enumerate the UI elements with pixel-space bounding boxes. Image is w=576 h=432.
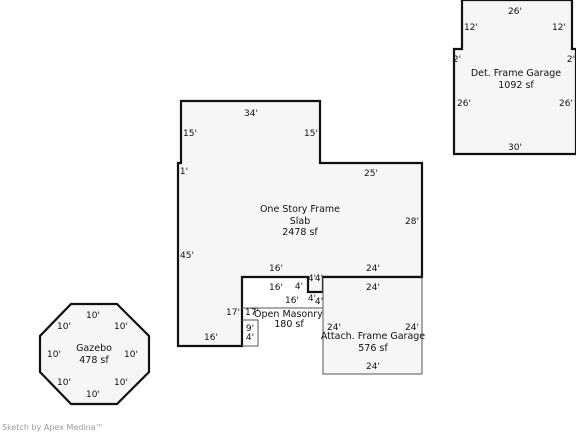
gazebo-dim-right: 10' xyxy=(124,350,138,360)
house-area: 2478 sf xyxy=(282,227,318,238)
gazebo-name: Gazebo xyxy=(76,343,112,354)
gazebo-dim-left: 10' xyxy=(47,350,61,360)
porch-dim-top: 17' xyxy=(245,308,259,318)
house-dim-jog-d: 4' xyxy=(315,297,323,307)
det-garage-dim-right: 26' xyxy=(559,99,573,109)
house-dim-jog-c: 4' xyxy=(308,294,316,304)
house-construction: Slab xyxy=(290,216,311,227)
att-garage-dim-top: 24' xyxy=(366,283,380,293)
house-name: One Story Frame xyxy=(260,204,340,215)
house-dim-right-upper: 15' xyxy=(304,129,318,139)
house-dim-notch-lower: 16' xyxy=(285,296,299,306)
att-garage-dim-left: 24' xyxy=(327,323,341,333)
gazebo-area: 478 sf xyxy=(79,355,109,366)
house-dim-bottom-right: 24' xyxy=(366,264,380,274)
gazebo-dim-top-right: 10' xyxy=(114,322,128,332)
house-dim-notch-top: 16' xyxy=(269,264,283,274)
house-dim-notch-left: 17' xyxy=(226,308,240,318)
house-dim-right: 28' xyxy=(405,217,419,227)
gazebo-dim-bottom-right: 10' xyxy=(114,378,128,388)
det-garage-outline xyxy=(452,0,576,156)
det-garage-dim-left-step: 2' xyxy=(453,55,461,65)
det-garage-dim-left-upper: 12' xyxy=(464,23,478,33)
att-garage-outline xyxy=(322,276,423,375)
house-dim-top: 34' xyxy=(244,109,258,119)
gazebo: 10' 10' 10' 10' 10' 10' 10' 10' Gazebo 4… xyxy=(38,302,151,406)
house-dim-bottom-left: 16' xyxy=(204,333,218,343)
main-house-outline xyxy=(176,99,424,348)
house-dim-mid-top: 25' xyxy=(364,169,378,179)
gazebo-dim-top-left: 10' xyxy=(57,322,71,332)
det-garage-name: Det. Frame Garage xyxy=(471,68,561,79)
attached-frame-garage: 24' 24' 24' 24' Attach. Frame Garage 576… xyxy=(321,275,425,375)
det-garage-dim-left: 26' xyxy=(457,99,471,109)
det-garage-dim-right-step: 2' xyxy=(567,55,575,65)
porch-area: 180 sf xyxy=(274,319,304,330)
house-dim-jog-a: 4' xyxy=(308,274,316,284)
det-garage-dim-right-upper: 12' xyxy=(552,23,566,33)
house-dim-left-upper: 15' xyxy=(183,129,197,139)
att-garage-dim-bottom: 24' xyxy=(366,362,380,372)
house-dim-left-step: 1' xyxy=(180,167,188,177)
porch-dim-side: 9' xyxy=(246,324,254,334)
det-garage-area: 1092 sf xyxy=(498,80,534,91)
porch-name: Open Masonry Porch xyxy=(254,309,352,320)
gazebo-outline xyxy=(38,302,151,406)
sketch-watermark: Sketch by Apex Medina™ xyxy=(2,423,104,432)
porch-step-outline xyxy=(242,319,259,347)
att-garage-name: Attach. Frame Garage xyxy=(321,331,425,342)
gazebo-dim-bottom-left: 10' xyxy=(57,378,71,388)
gazebo-dim-top: 10' xyxy=(86,311,100,321)
gazebo-dim-bottom: 10' xyxy=(86,390,100,400)
house-dim-jog-b: 4' xyxy=(315,274,323,284)
det-frame-garage: 26' 12' 12' 2' 2' 26' 26' 30' Det. Frame… xyxy=(452,0,576,156)
det-garage-dim-top: 26' xyxy=(508,7,522,17)
main-house: 34' 15' 15' 1' 25' 28' 45' 16' 24' 4' 4'… xyxy=(176,99,424,348)
det-garage-dim-bottom: 30' xyxy=(508,143,522,153)
house-dim-notch-side: 4' xyxy=(295,282,303,292)
house-dim-left: 45' xyxy=(180,251,194,261)
house-dim-notch-inner: 16' xyxy=(269,283,283,293)
att-garage-area: 576 sf xyxy=(358,343,388,354)
att-garage-dim-right: 24' xyxy=(405,323,419,333)
porch-dim-step: 4' xyxy=(246,333,254,343)
